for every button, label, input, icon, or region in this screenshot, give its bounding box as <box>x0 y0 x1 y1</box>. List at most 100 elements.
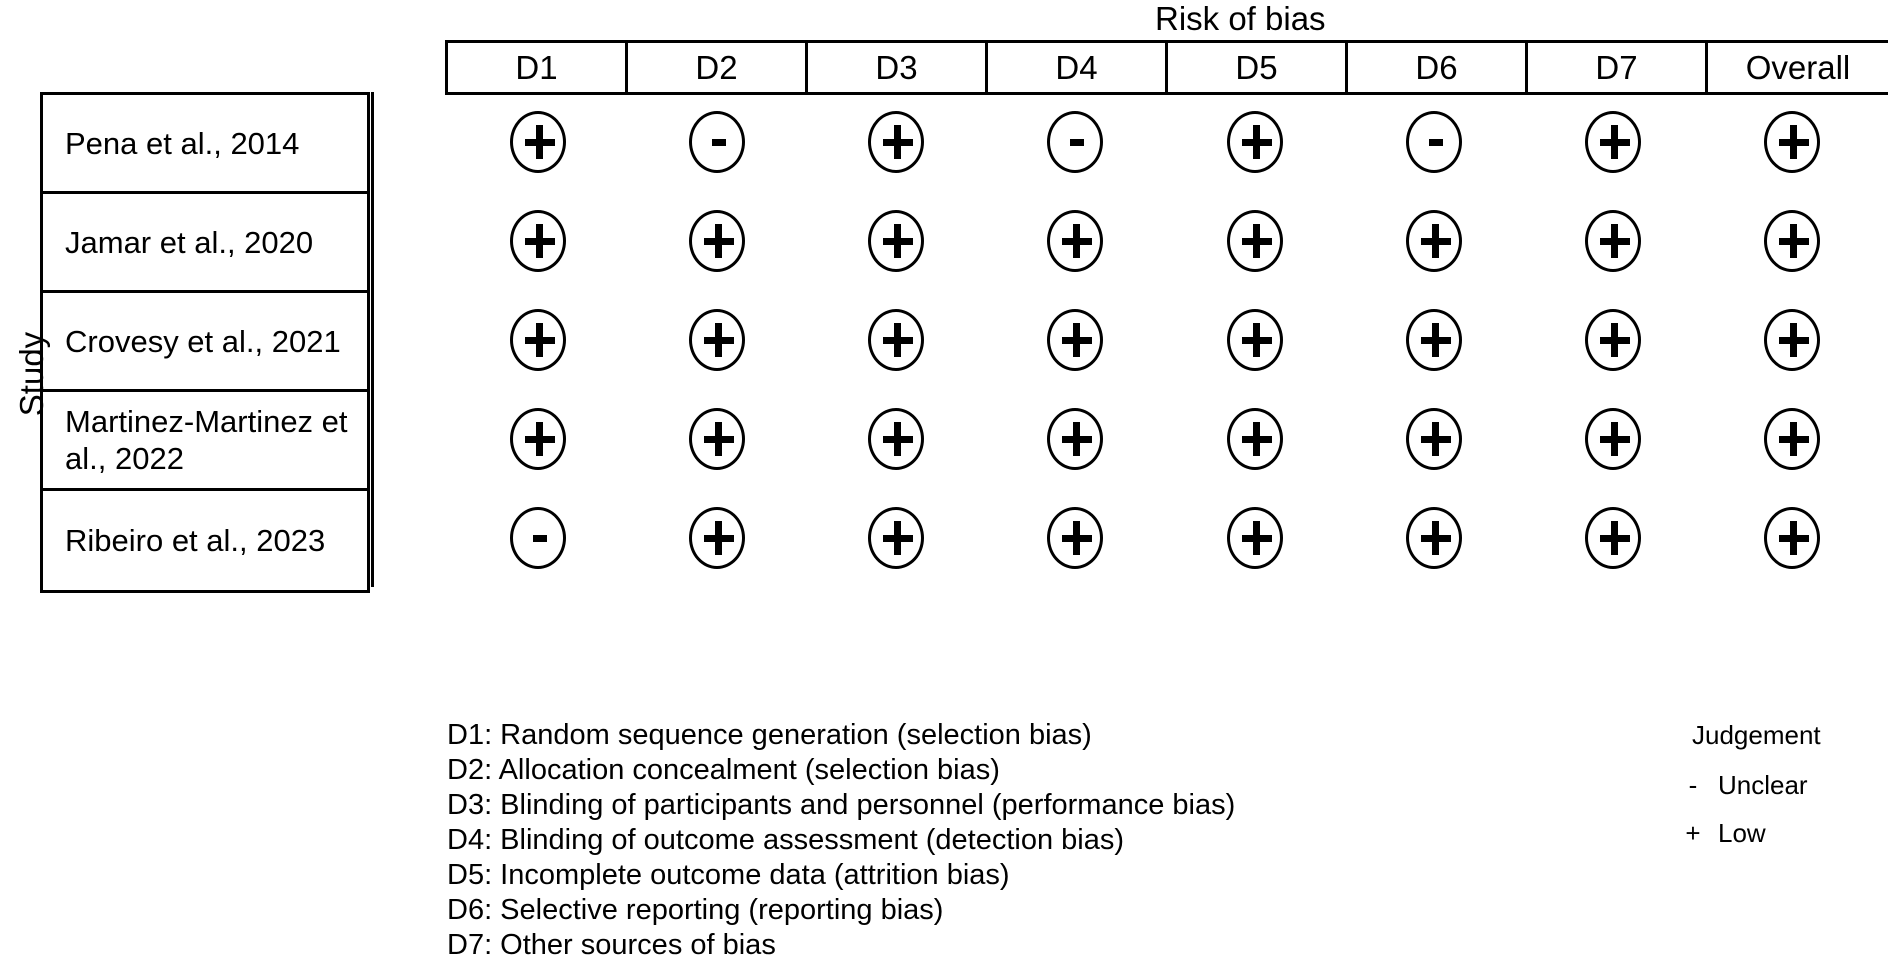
low-risk-icon <box>688 407 745 470</box>
judgement-legend-item: -Unclear <box>1668 770 1821 800</box>
domain-legend-line: D4: Blinding of outcome assessment (dete… <box>447 824 1125 856</box>
study-label: Crovesy et al., 2021 <box>43 293 367 392</box>
low-risk-icon <box>688 506 745 569</box>
judgement-cell <box>1344 209 1523 272</box>
low-risk-icon <box>868 209 925 272</box>
domain-legend-line: D5: Incomplete outcome data (attrition b… <box>447 859 1010 891</box>
study-label: Pena et al., 2014 <box>43 95 367 194</box>
low-risk-icon <box>1764 506 1821 569</box>
low-risk-icon <box>868 110 925 173</box>
low-risk-icon <box>509 110 566 173</box>
low-risk-icon <box>1047 506 1104 569</box>
judgement-cell <box>1703 407 1882 470</box>
figure-title: Risk of bias <box>1155 0 1326 37</box>
low-risk-icon <box>1047 308 1104 371</box>
domain-legend-line: D7: Other sources of bias <box>447 929 776 961</box>
judgement-cell <box>448 407 627 470</box>
judgement-cell <box>1165 308 1344 371</box>
judgement-cell <box>1524 407 1703 470</box>
low-risk-icon <box>1405 506 1462 569</box>
low-risk-symbol: + <box>1685 818 1701 848</box>
unclear-risk-icon <box>688 110 745 173</box>
judgement-cell <box>1703 209 1882 272</box>
judgement-cell <box>1703 506 1882 569</box>
judgement-cell <box>1524 308 1703 371</box>
low-risk-icon <box>1585 407 1642 470</box>
judgement-legend-label: Unclear <box>1718 770 1808 800</box>
domain-header-overall: Overall <box>1745 49 1851 86</box>
judgement-cell <box>448 209 627 272</box>
low-risk-icon <box>868 308 925 371</box>
low-risk-icon <box>1226 110 1283 173</box>
judgement-cell <box>807 209 986 272</box>
domain-legend: D1: Random sequence generation (selectio… <box>447 718 1235 963</box>
judgement-cell <box>627 209 806 272</box>
study-label: Jamar et al., 2020 <box>43 194 367 293</box>
judgement-legend-item: + Low <box>1668 818 1821 848</box>
judgement-cell <box>448 110 627 173</box>
low-risk-icon <box>688 308 745 371</box>
judgement-cell <box>1344 308 1523 371</box>
judgement-grid <box>371 92 1882 587</box>
judgement-row <box>374 389 1882 488</box>
domain-legend-line: D1: Random sequence generation (selectio… <box>447 719 1092 751</box>
low-risk-icon <box>1585 506 1642 569</box>
judgement-legend-label: Low <box>1718 818 1766 848</box>
judgement-cell <box>807 506 986 569</box>
judgement-cell <box>448 506 627 569</box>
judgement-cell <box>986 110 1165 173</box>
low-risk-icon <box>1764 209 1821 272</box>
domain-header-d6: D6 <box>1348 43 1528 92</box>
low-risk-icon <box>868 506 925 569</box>
judgement-row <box>374 488 1882 587</box>
low-risk-icon <box>1764 308 1821 371</box>
low-risk-icon <box>1226 407 1283 470</box>
judgement-legend: Judgement -Unclear + Low <box>1668 720 1821 866</box>
low-risk-icon <box>1405 209 1462 272</box>
low-risk-icon <box>1405 308 1462 371</box>
low-risk-icon <box>509 209 566 272</box>
judgement-cell <box>807 407 986 470</box>
study-label: Ribeiro et al., 2023 <box>65 523 326 558</box>
low-risk-icon <box>1226 308 1283 371</box>
domain-header-d1: D1 <box>448 43 628 92</box>
domain-header-d4: D4 <box>988 43 1168 92</box>
judgement-cell <box>1344 506 1523 569</box>
low-risk-icon <box>1405 407 1462 470</box>
judgement-cell <box>807 110 986 173</box>
judgement-cell <box>986 308 1165 371</box>
low-risk-icon <box>1585 110 1642 173</box>
judgement-cell <box>1165 506 1344 569</box>
judgement-cell <box>807 308 986 371</box>
judgement-cell <box>448 308 627 371</box>
study-label: Martinez-Martinez et al., 2022 <box>43 392 367 491</box>
domain-header-d7: D7 <box>1528 43 1708 92</box>
judgement-cell <box>1703 110 1882 173</box>
judgement-cell <box>627 506 806 569</box>
judgement-cell <box>627 110 806 173</box>
judgement-cell <box>986 506 1165 569</box>
unclear-risk-icon <box>1405 110 1462 173</box>
low-risk-icon <box>509 407 566 470</box>
low-risk-icon <box>1764 110 1821 173</box>
judgement-legend-title: Judgement <box>1692 720 1821 750</box>
low-risk-icon <box>1226 209 1283 272</box>
unclear-risk-icon <box>1047 110 1104 173</box>
domain-legend-line: D3: Blinding of participants and personn… <box>447 789 1236 821</box>
low-risk-icon <box>1047 407 1104 470</box>
unclear-risk-symbol: - <box>1688 770 1698 800</box>
judgement-row <box>374 92 1882 191</box>
judgement-cell <box>1344 407 1523 470</box>
judgement-cell <box>627 407 806 470</box>
domain-header-d5: D5 <box>1168 43 1348 92</box>
judgement-row <box>374 290 1882 389</box>
low-risk-icon <box>1585 308 1642 371</box>
low-risk-icon <box>688 209 745 272</box>
low-risk-icon <box>1585 209 1642 272</box>
judgement-cell <box>986 407 1165 470</box>
low-risk-icon <box>868 407 925 470</box>
judgement-cell <box>1344 110 1523 173</box>
